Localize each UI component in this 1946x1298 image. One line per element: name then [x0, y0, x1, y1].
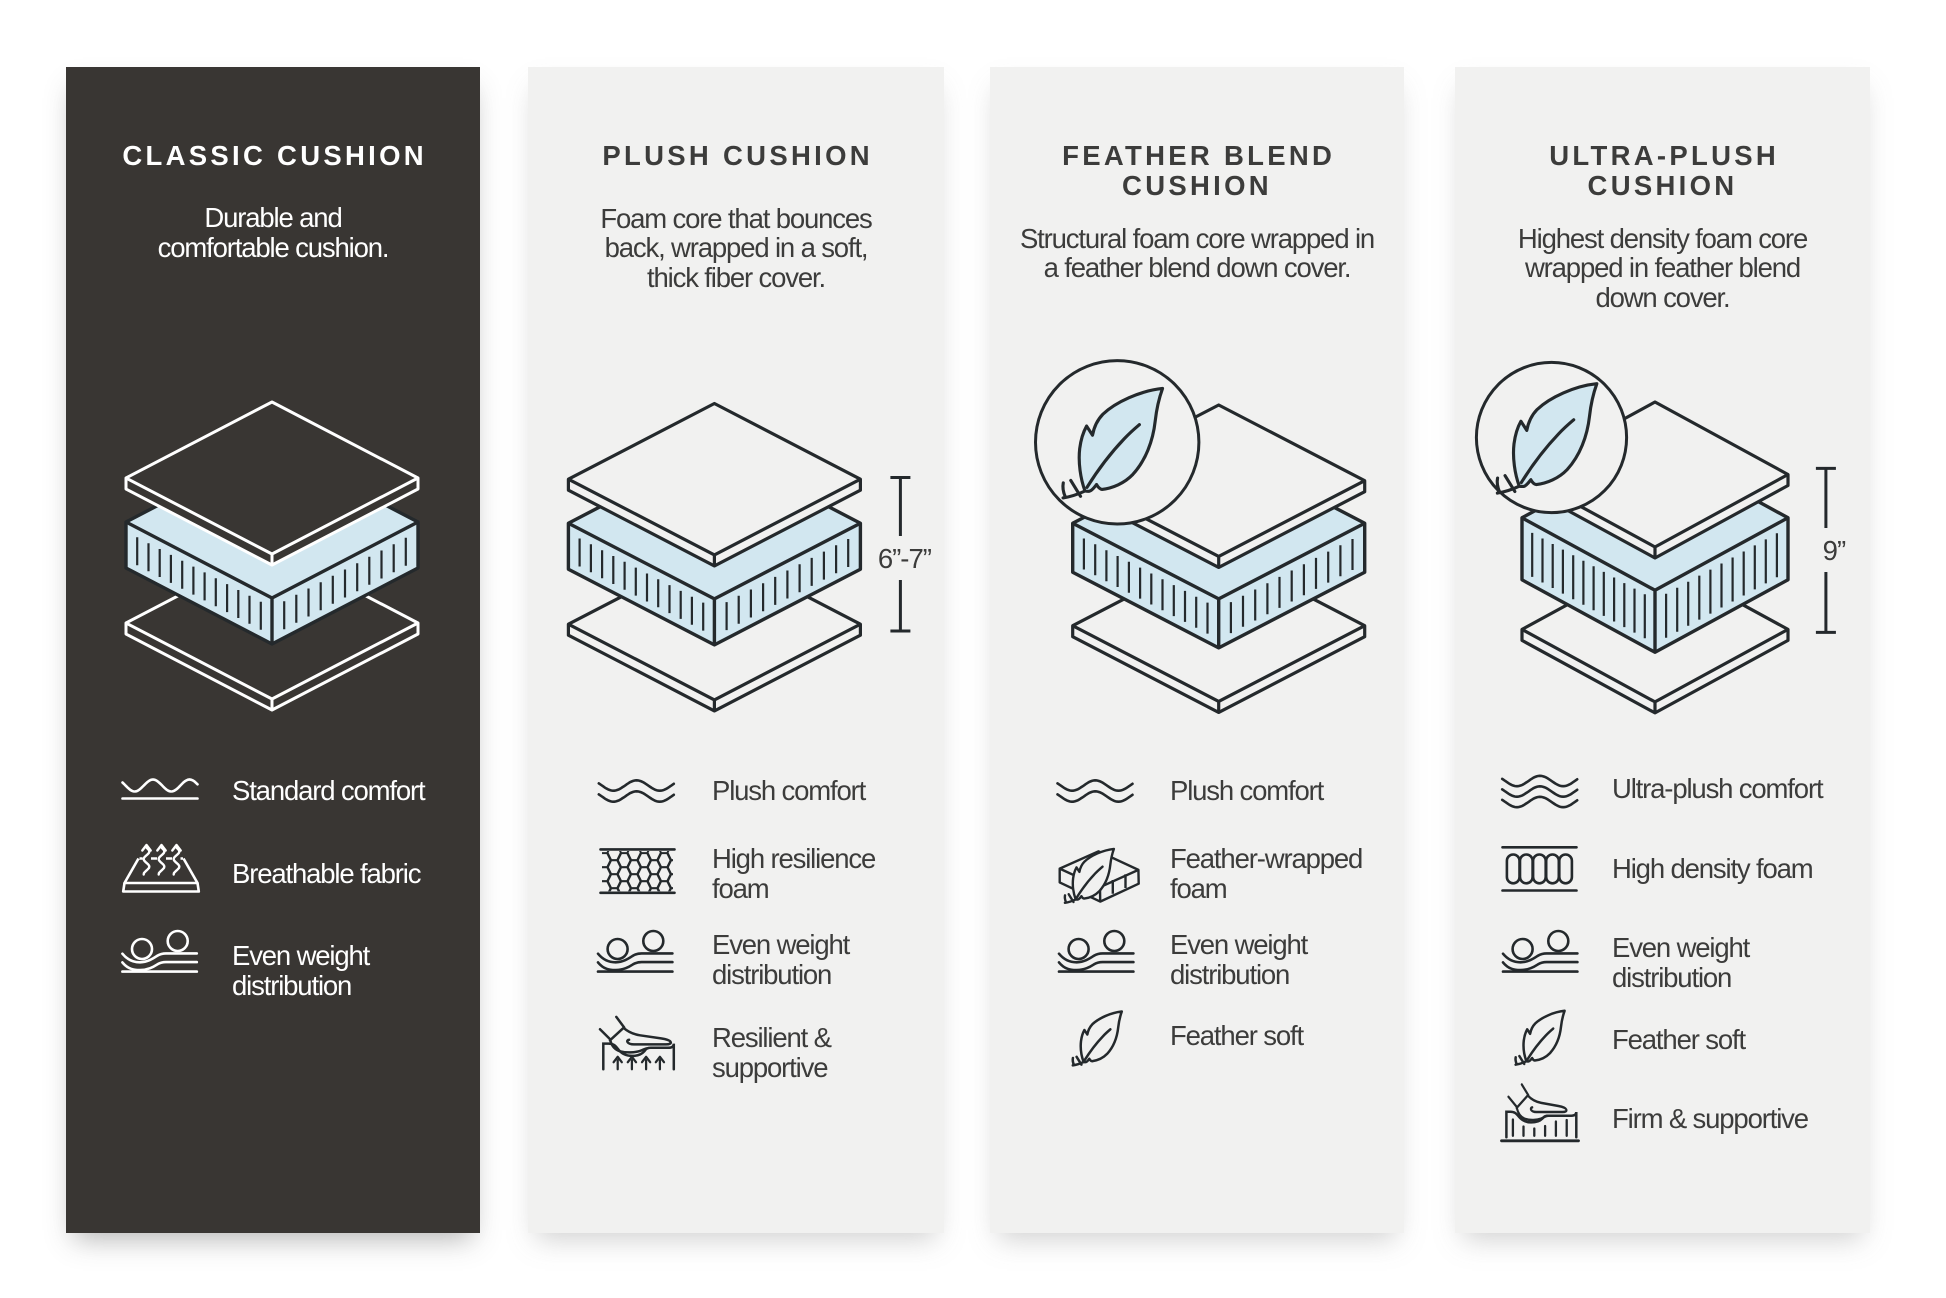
svg-text:6”-7”: 6”-7”	[878, 543, 932, 574]
svg-text:9”: 9”	[1823, 535, 1846, 566]
